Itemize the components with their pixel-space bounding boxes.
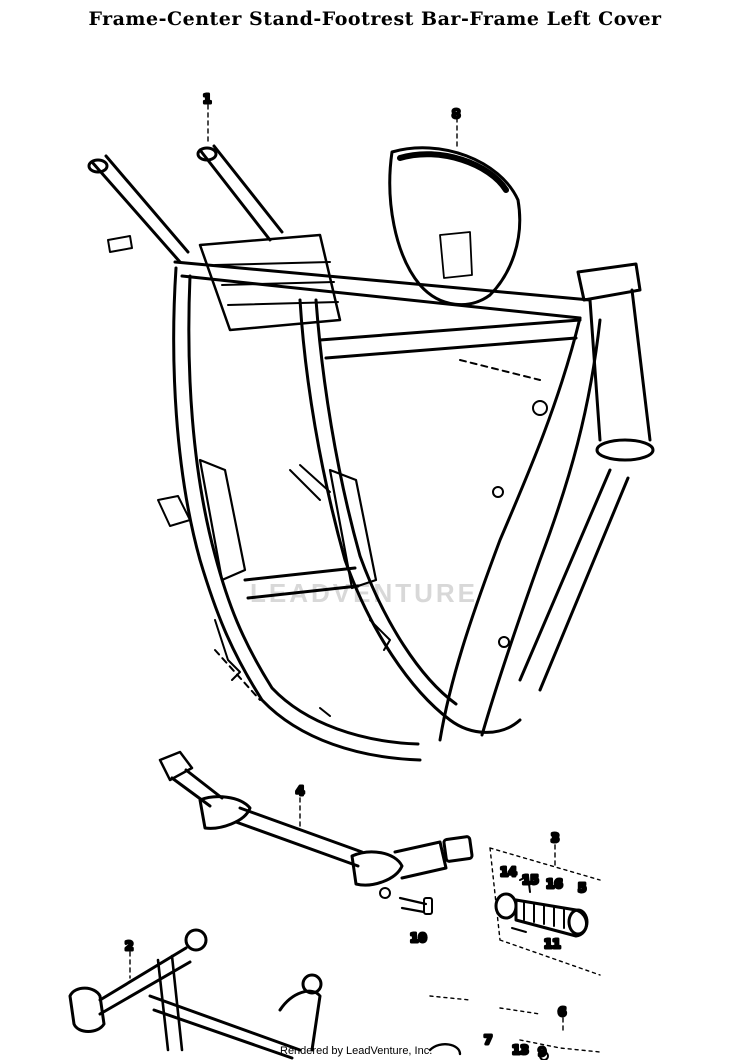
- leader-lines: [129, 104, 564, 1035]
- callout-9: 9: [538, 1045, 546, 1059]
- callout-8: 8: [452, 107, 460, 121]
- diagram-title: Frame-Center Stand-Footrest Bar-Frame Le…: [88, 8, 662, 30]
- footer-credit: Rendered by LeadVenture, Inc.: [280, 1045, 433, 1057]
- callout-1: 1: [203, 92, 211, 106]
- callout-11: 11: [544, 937, 561, 951]
- callout-13: 13: [512, 1043, 529, 1057]
- callout-5: 5: [578, 881, 586, 895]
- callout-2: 2: [125, 939, 133, 953]
- stand-spring-parts[interactable]: [428, 995, 601, 1060]
- callout-16: 16: [546, 877, 563, 891]
- callout-14: 14: [500, 865, 517, 879]
- callout-4: 4: [296, 784, 304, 798]
- frame-left-cover-part[interactable]: [388, 146, 522, 307]
- callout-3: 3: [551, 831, 559, 845]
- center-stand-part[interactable]: [68, 928, 323, 1060]
- callout-6: 6: [558, 1005, 566, 1019]
- callout-7: 7: [484, 1033, 492, 1047]
- callout-10: 10: [410, 931, 427, 945]
- footrest-assembly-part[interactable]: [489, 847, 601, 976]
- footrest-bar-part[interactable]: [158, 750, 474, 915]
- frame-part[interactable]: [87, 144, 655, 762]
- callout-15: 15: [522, 873, 539, 887]
